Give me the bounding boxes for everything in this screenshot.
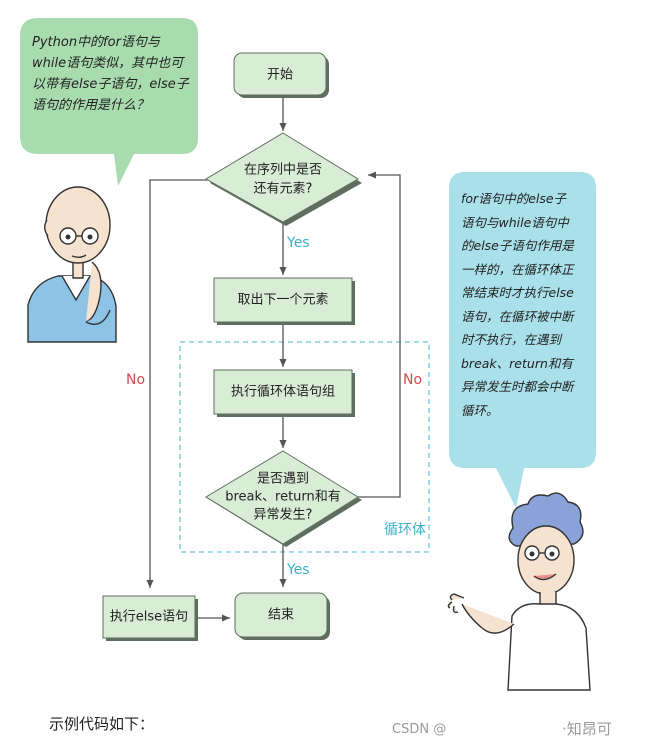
left-bubble-line: while语句类似，其中也可 — [32, 56, 184, 71]
right-bubble-line: 循环。 — [461, 402, 499, 418]
edge-cond1-else — [146, 179, 208, 588]
node-else: 执行else语句 — [102, 595, 198, 641]
left-bubble-text: Python中的for语句与 while语句类似，其中也可 以带有else子语句… — [32, 32, 197, 116]
left-bubble-line: Python中的for语句与 — [32, 35, 160, 50]
node-start: 开始 — [233, 52, 329, 98]
left-bubble-line: 以带有else子语句，else子 — [32, 77, 189, 92]
node-cond2: 是否遇到 break、return和有 异常发生? — [205, 450, 362, 547]
right-bubble-line: 语句，在循环被中断 — [461, 308, 574, 324]
right-bubble-text: for语句中的else子 语句与while语句中 的else子语句作用是 一样的… — [461, 187, 601, 422]
right-bubble-line: for语句中的else子 — [461, 191, 567, 206]
footer-text: 示例代码如下： — [49, 715, 155, 733]
right-bubble-line: 异常发生时都会中断 — [461, 379, 574, 394]
right-bubble-line: 时不执行，在遇到 — [461, 332, 562, 347]
right-bubble-line: break、return和有 — [461, 355, 573, 371]
node-start-label: 开始 — [267, 68, 293, 83]
node-body: 执行循环体语句组 — [213, 369, 355, 417]
right-bubble-shape — [449, 172, 596, 508]
node-body-label: 执行循环体语句组 — [231, 385, 335, 400]
loop-region-label: 循环体 — [384, 522, 426, 538]
left-bubble-line: 语句的作用是什么？ — [32, 98, 150, 113]
node-cond1: 在序列中是否 还有元素? — [205, 132, 362, 226]
edge-label-no-right: No — [403, 372, 422, 388]
right-bubble-line: 一样的，在循环体正 — [461, 261, 574, 277]
left-character-illustration — [27, 186, 117, 343]
node-end-label: 结束 — [268, 608, 294, 623]
edge-label-yes2: Yes — [286, 562, 310, 578]
node-cond2-line: 是否遇到 — [257, 472, 309, 487]
edge-label-no-left: No — [126, 372, 145, 388]
loop-region-border — [179, 341, 430, 553]
right-character-illustration — [447, 492, 591, 691]
node-cond1-line: 在序列中是否 — [244, 163, 322, 178]
right-bubble-line: 常结束时才执行else — [461, 285, 574, 300]
watermark-zhihu: ·知昂可 — [562, 720, 612, 738]
left-bubble-shape — [20, 18, 198, 186]
edge-cond2-loopback — [358, 171, 401, 498]
right-bubble-line: 语句与while语句中 — [461, 214, 569, 230]
node-fetch-label: 取出下一个元素 — [237, 293, 328, 308]
edge-label-yes1: Yes — [286, 235, 310, 251]
node-cond2-line: 异常发生? — [254, 507, 313, 523]
right-bubble-line: 的else子语句作用是 — [461, 238, 574, 253]
node-fetch: 取出下一个元素 — [213, 277, 355, 325]
watermark-csdn: CSDN @ — [392, 722, 447, 737]
node-cond2-line: break、return和有 — [225, 490, 341, 505]
node-cond1-line: 还有元素? — [254, 182, 313, 197]
node-else-label: 执行else语句 — [110, 610, 188, 625]
node-end: 结束 — [234, 592, 330, 640]
